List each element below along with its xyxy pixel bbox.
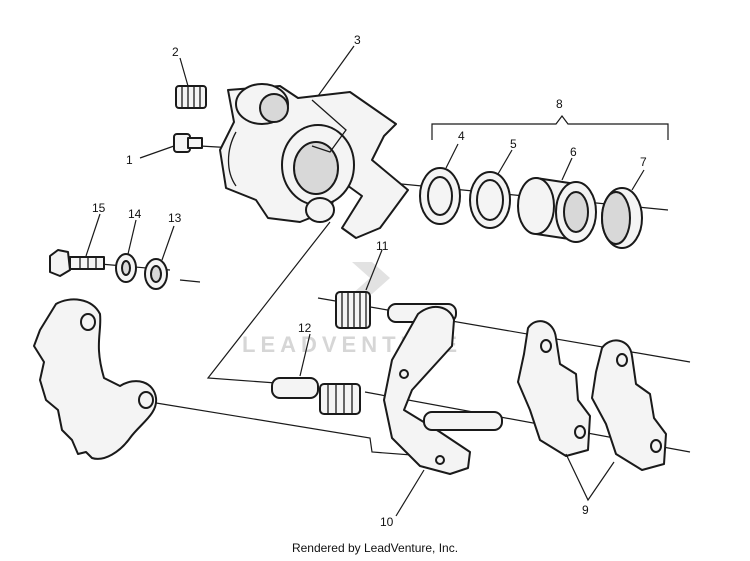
callout-10: 10 [380,515,394,529]
part-13-washer [144,258,168,290]
callout-14: 14 [128,207,142,221]
part-9-brake-pad-right [591,339,667,471]
callout-15: 15 [92,201,106,215]
callout-11: 11 [376,239,389,253]
callout-5: 5 [510,137,517,151]
callout-12: 12 [298,321,312,335]
callout-8: 8 [556,97,563,111]
footer-credit: Rendered by LeadVenture, Inc. [291,541,459,555]
bracket-8 [431,115,669,140]
callout-4: 4 [458,129,465,143]
callout-7: 7 [640,155,647,169]
part-9-brake-pad-left [517,320,591,457]
part-1-bleeder-valve [173,133,203,153]
callout-1: 1 [126,153,133,167]
part-15-bolt [49,249,105,277]
mounting-adapter [33,298,158,460]
part-3-caliper-body [219,83,409,239]
part-10-caliper-bracket [383,303,503,475]
part-12-pin [271,377,361,415]
part-4-piston-seal [419,167,461,225]
callout-6: 6 [570,145,577,159]
leader-lines [85,45,645,517]
callout-2: 2 [172,45,179,59]
part-7-piston-cap [601,187,643,249]
part-6-piston [517,177,597,243]
part-14-lock-washer [115,253,137,283]
part-11-spring [335,291,371,329]
part-5-dust-seal [469,171,511,229]
callout-13: 13 [168,211,182,225]
callout-numbers: 1 2 3 4 5 6 7 8 9 10 11 12 13 14 15 [92,33,647,529]
callout-9: 9 [582,503,589,517]
callout-3: 3 [354,33,361,47]
part-2-set-screw [175,85,207,109]
